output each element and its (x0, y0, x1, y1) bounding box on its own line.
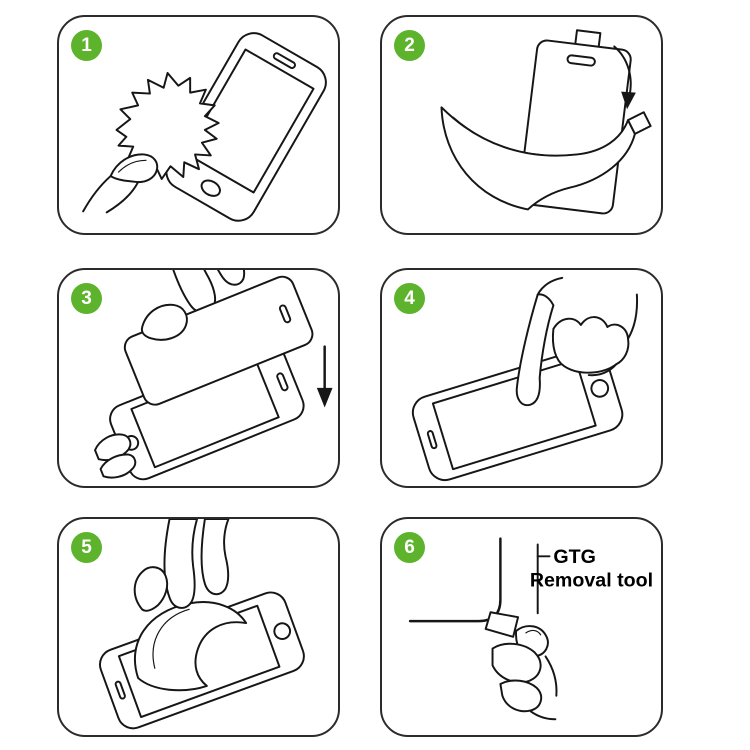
earpiece-slot (272, 52, 296, 69)
home-button (590, 379, 610, 398)
pull-tab (574, 29, 602, 48)
peel-film-illustration (440, 29, 652, 215)
finger (499, 679, 543, 713)
protective-film (440, 106, 636, 211)
pressing-hand (515, 276, 639, 407)
down-arrow-icon (316, 345, 333, 408)
wipe-screen-illustration (82, 32, 327, 222)
index-finger (515, 293, 555, 407)
curled-film (133, 601, 248, 692)
step-number-badge: 2 (394, 30, 425, 61)
smooth-film-illustration (99, 519, 305, 730)
align-glass-illustration (94, 270, 333, 481)
peel-arrow-icon (613, 45, 636, 110)
home-button (273, 622, 292, 641)
holding-fingers-left (94, 433, 137, 479)
thumb (133, 566, 169, 612)
pointer-line (536, 543, 551, 615)
step-number-badge: 6 (394, 532, 425, 563)
hand (133, 519, 230, 612)
removal-tool-label: Removal tool (530, 570, 653, 592)
gtg-label: GTG (553, 546, 596, 568)
step-panel-6: 6 GTG Removal tool (380, 517, 663, 737)
earpiece-slot (278, 304, 292, 324)
step-panel-1: 1 (57, 15, 340, 235)
hand (82, 153, 159, 214)
earpiece-slot (566, 54, 596, 67)
thumb (140, 303, 188, 341)
home-button (200, 179, 221, 197)
finger (200, 519, 230, 596)
hand (491, 625, 558, 721)
phone-outline (94, 344, 305, 481)
film-tab (627, 111, 652, 135)
earpiece-slot (276, 372, 289, 392)
removal-tool-illustration: GTG Removal tool (408, 537, 653, 721)
step-panel-4: 4 (380, 268, 663, 488)
step-panel-2: 2 (380, 15, 663, 235)
removal-tool (484, 611, 520, 638)
finger (163, 519, 199, 609)
tempered-glass (123, 270, 314, 406)
finger (198, 270, 246, 286)
step-number-badge: 4 (394, 283, 425, 314)
phone-outline (99, 591, 305, 730)
finger (491, 642, 542, 684)
phone-outline (165, 32, 327, 222)
step-number-badge: 5 (71, 532, 102, 563)
step-number-badge: 1 (71, 30, 102, 61)
phone-outline (411, 345, 624, 482)
press-screen-illustration (411, 276, 639, 482)
step-number-badge: 3 (71, 283, 102, 314)
step-panel-5: 5 (57, 517, 340, 737)
step-panel-3: 3 (57, 268, 340, 488)
earpiece-slot (426, 430, 438, 450)
earpiece-slot (114, 680, 126, 700)
